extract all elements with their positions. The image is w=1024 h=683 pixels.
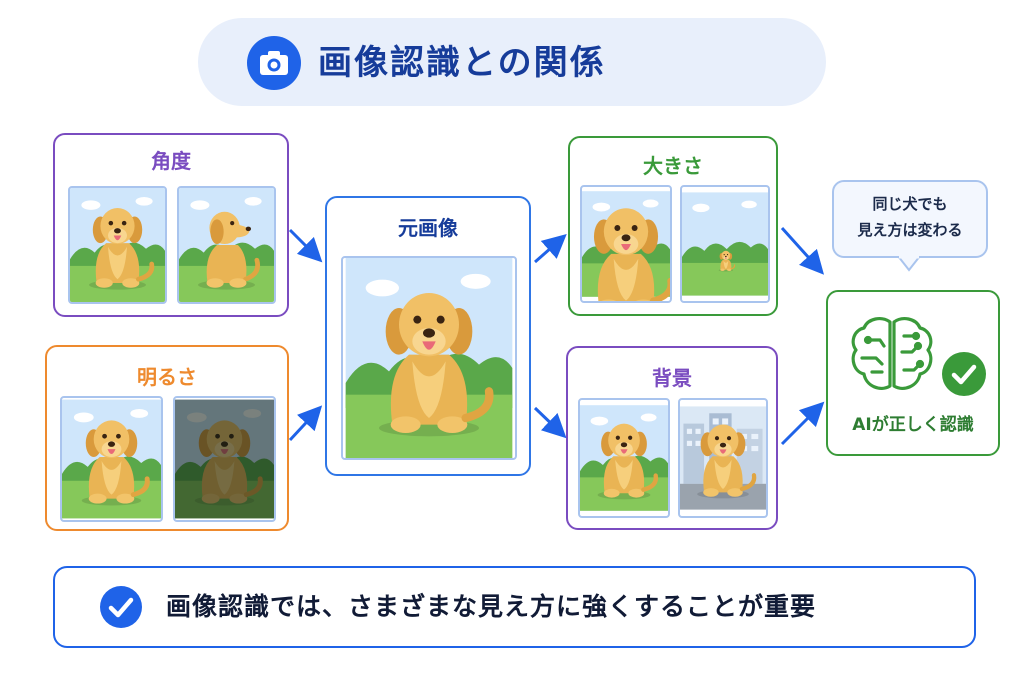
bubble-line-2: 見え方は変わる [857, 221, 963, 239]
arrow-size-to-ai [780, 226, 825, 275]
bubble-tail [897, 256, 921, 272]
summary-text: 画像認識では、さまざまな見え方に強くすることが重要 [166, 592, 817, 621]
arrow-brightness-to-original [288, 405, 323, 442]
background-card: 背景 [566, 346, 778, 530]
dog-front-image [68, 186, 167, 304]
summary-box [53, 566, 976, 648]
size-card: 大きさ [568, 136, 778, 316]
arrow-original-to-size [534, 234, 567, 264]
brightness-card: 明るさ [45, 345, 289, 531]
angle-label: 角度 [151, 149, 191, 173]
ai-label: AIが正しく認識 [852, 415, 974, 435]
dog-small-image [680, 185, 770, 303]
check-circle-icon [100, 586, 142, 628]
brain-circuit-icon [846, 314, 938, 396]
size-label: 大きさ [643, 154, 703, 178]
check-icon [942, 352, 986, 396]
arrow-background-to-ai [780, 401, 825, 446]
angle-card: 角度 [53, 133, 289, 317]
arrow-angle-to-original [288, 228, 323, 263]
dog-bright-image [60, 396, 163, 522]
background-label: 背景 [652, 366, 692, 390]
dog-dark-image [173, 396, 276, 522]
title-banner [198, 18, 826, 106]
bubble-line-1: 同じ犬でも [872, 195, 948, 213]
page-title: 画像認識との関係 [318, 43, 606, 83]
ai-card: AIが正しく認識 [826, 290, 1000, 456]
camera-icon [247, 36, 301, 90]
dog-side-image [177, 186, 276, 304]
arrow-original-to-background [533, 406, 567, 439]
bubble-text: 同じ犬でも 見え方は変わる [834, 191, 986, 243]
speech-bubble: 同じ犬でも 見え方は変わる [832, 180, 988, 258]
dog-original-image [341, 256, 517, 460]
dog-city-image [678, 398, 768, 518]
original-label: 元画像 [398, 216, 458, 240]
original-card: 元画像 [325, 196, 531, 476]
dog-park-image [578, 398, 670, 518]
brightness-label: 明るさ [137, 365, 197, 389]
dog-large-image [580, 185, 672, 303]
